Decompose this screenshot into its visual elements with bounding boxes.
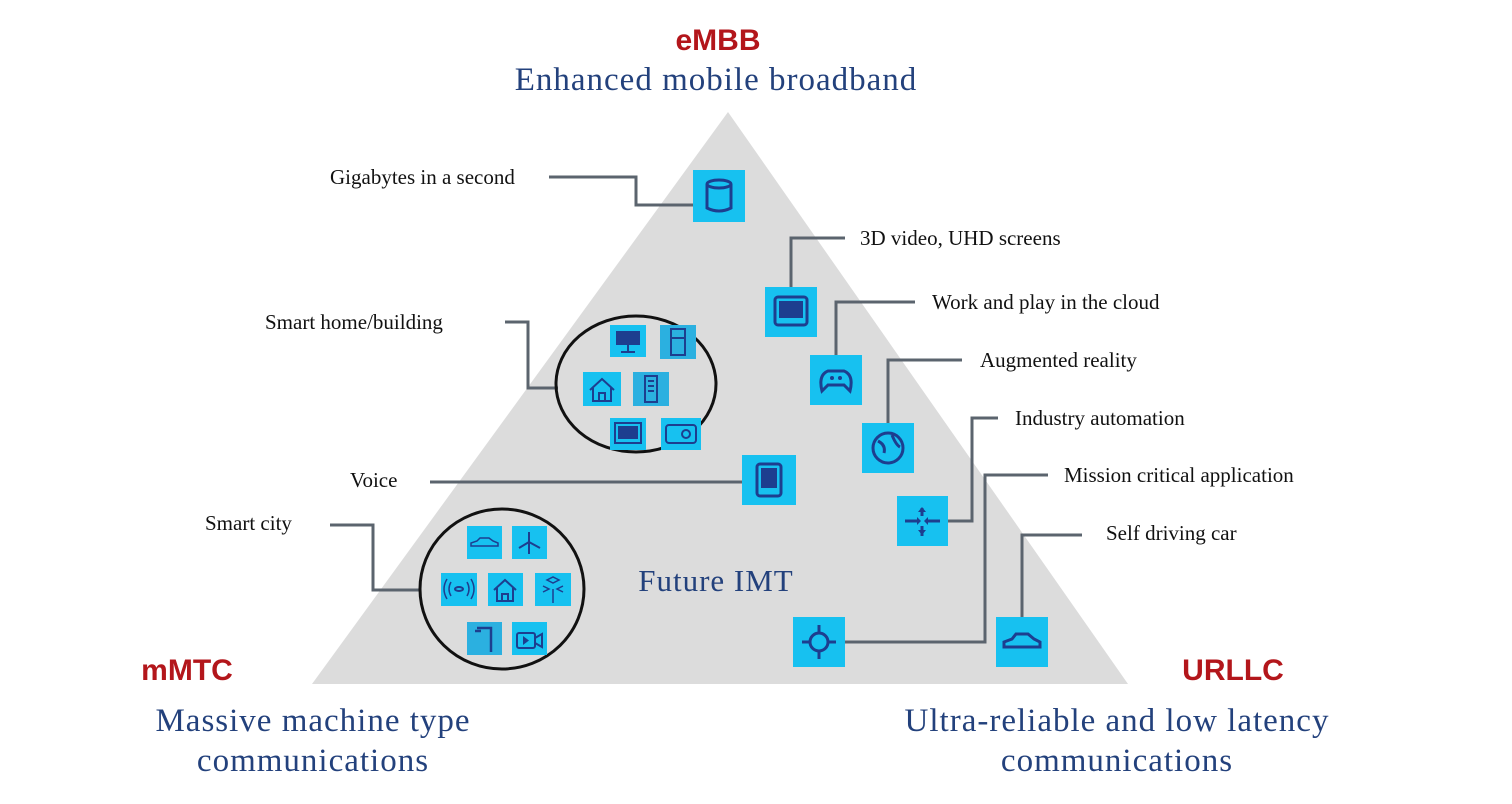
camera-box-icon bbox=[661, 418, 701, 450]
label-voice: Voice bbox=[350, 468, 397, 492]
urllc-acronym: URLLC bbox=[1182, 654, 1284, 687]
label-mission: Mission critical application bbox=[1064, 463, 1294, 487]
mmtc-name-2: communications bbox=[197, 743, 429, 779]
display-icon bbox=[610, 418, 646, 450]
fridge-icon bbox=[660, 325, 696, 359]
label-ar: Augmented reality bbox=[980, 348, 1137, 372]
crosshair-icon bbox=[793, 617, 845, 667]
label-gigabytes: Gigabytes in a second bbox=[330, 165, 515, 189]
building-icon bbox=[633, 372, 669, 406]
home-icon bbox=[583, 372, 621, 406]
city-car-icon bbox=[467, 526, 502, 559]
smart-home-cluster bbox=[554, 314, 718, 454]
street-lamps-icon bbox=[535, 573, 571, 606]
industry-arrows-icon bbox=[897, 496, 948, 546]
urllc-name-1: Ultra-reliable and low latency bbox=[905, 703, 1330, 739]
label-car: Self driving car bbox=[1106, 521, 1237, 545]
smart-city-cluster bbox=[418, 507, 586, 671]
monitor-icon bbox=[765, 287, 817, 337]
label-3d-video: 3D video, UHD screens bbox=[860, 226, 1061, 250]
mmtc-acronym: mMTC bbox=[141, 654, 233, 687]
database-icon bbox=[693, 170, 745, 222]
tv-icon bbox=[610, 325, 646, 357]
car-icon bbox=[996, 617, 1048, 667]
embb-name: Enhanced mobile broadband bbox=[515, 62, 918, 98]
gamepad-icon bbox=[810, 355, 862, 405]
video-camera-icon bbox=[512, 622, 547, 655]
label-home: Smart home/building bbox=[265, 310, 443, 334]
tablet-icon bbox=[742, 455, 796, 505]
future-imt-label: Future IMT bbox=[638, 563, 794, 598]
wind-turbine-icon bbox=[512, 526, 547, 559]
wireless-signal-icon bbox=[441, 573, 477, 606]
city-home-icon bbox=[488, 573, 523, 606]
label-city: Smart city bbox=[205, 511, 292, 535]
label-industry: Industry automation bbox=[1015, 406, 1185, 430]
street-light-icon bbox=[467, 622, 502, 655]
urllc-name-2: communications bbox=[1001, 743, 1233, 779]
mmtc-name-1: Massive machine type bbox=[155, 703, 470, 739]
embb-acronym: eMBB bbox=[675, 24, 760, 57]
globe-icon bbox=[862, 423, 914, 473]
label-cloud: Work and play in the cloud bbox=[932, 290, 1160, 314]
